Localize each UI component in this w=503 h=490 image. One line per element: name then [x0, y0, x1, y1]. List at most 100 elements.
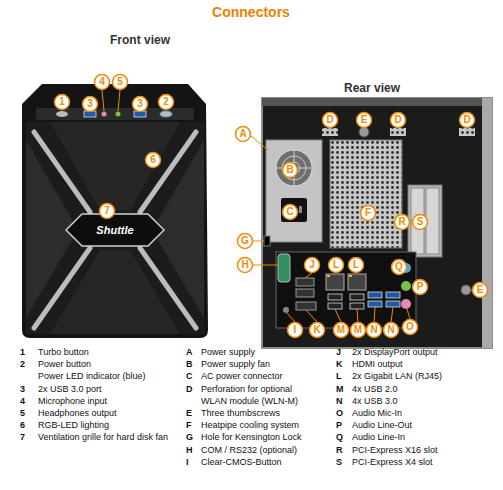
- key-number: K: [336, 358, 343, 370]
- callout-number: I: [287, 322, 303, 338]
- key-description: Microphone input: [38, 395, 180, 407]
- key-description: RGB-LED lighting: [38, 419, 180, 431]
- headphone-jack: [116, 112, 121, 117]
- usb3-port: [368, 292, 382, 298]
- led-strip: [140, 248, 196, 328]
- key-description: Turbo button: [38, 346, 180, 358]
- callout-number: N: [383, 322, 399, 338]
- key-number: P: [336, 419, 342, 431]
- callout-number: M: [333, 322, 349, 338]
- callout-number: B: [282, 162, 298, 178]
- callout-ring: [329, 258, 344, 273]
- thumbscrew: [461, 285, 471, 295]
- callout-number: M: [350, 322, 366, 338]
- key-description: 4x USB 3.0: [352, 395, 497, 407]
- callout-ring: [238, 258, 253, 273]
- cooling-grille: [330, 140, 402, 248]
- key-description: Power button: [38, 358, 180, 370]
- key-description: HDMI output: [352, 358, 497, 370]
- callout-ring: [238, 234, 253, 249]
- led-strip: [140, 132, 196, 212]
- key-description: Audio Line-In: [352, 431, 497, 443]
- key-number: A: [186, 346, 193, 358]
- callout-number: F: [360, 205, 376, 221]
- clear-cmos-button: [283, 307, 289, 313]
- callout-number: G: [237, 233, 253, 249]
- thumbscrew: [359, 127, 369, 137]
- callout-number: D: [459, 112, 475, 128]
- slot-area: [408, 185, 442, 257]
- key-number: 3: [20, 383, 25, 395]
- key-description: Three thumbscrews: [201, 407, 319, 419]
- key-number: L: [336, 370, 342, 382]
- callout-number: D: [390, 112, 406, 128]
- key-number: O: [336, 407, 343, 419]
- key-description: Clear-CMOS-Button: [201, 456, 319, 468]
- callout-number: E: [356, 112, 372, 128]
- leader-line: [335, 309, 341, 322]
- callout-ring: [384, 323, 399, 338]
- usb2-port: [328, 294, 342, 300]
- callout-ring: [351, 323, 366, 338]
- callout-number: K: [309, 322, 325, 338]
- io-panel: [276, 252, 416, 328]
- key-number: 7: [20, 431, 25, 443]
- callout-number: R: [394, 214, 410, 230]
- callout-number: 4: [94, 74, 110, 90]
- key-description: PCI-Express X16 slot: [352, 444, 497, 456]
- key-description: Audio Mic-In: [352, 407, 497, 419]
- key-description: Audio Line-Out: [352, 419, 497, 431]
- key-number: F: [186, 419, 192, 431]
- hdmi-port: [296, 302, 316, 310]
- logo-plate: [66, 214, 164, 246]
- key-number: J: [336, 346, 341, 358]
- lan-led: [327, 275, 330, 277]
- callout-number: 6: [145, 152, 161, 168]
- key-number: M: [336, 383, 344, 395]
- view-heading: Rear view: [344, 81, 400, 95]
- leader-line: [374, 307, 375, 322]
- callout-ring: [283, 163, 298, 178]
- callout-ring: [100, 204, 115, 219]
- callout-ring: [413, 280, 428, 295]
- view-heading: Front view: [110, 33, 170, 47]
- callout-ring: [413, 215, 428, 230]
- rear-leaders: [251, 128, 472, 322]
- callout-ring: [473, 283, 488, 298]
- mic-jack: [102, 112, 107, 117]
- key-number: I: [186, 456, 189, 468]
- callout-ring: [334, 323, 349, 338]
- callout-number: N: [366, 322, 382, 338]
- audio-mic-in: [401, 299, 411, 309]
- rear-case: [262, 98, 492, 348]
- leader-line: [391, 307, 393, 322]
- usb2-port: [350, 303, 364, 309]
- key-number: Q: [336, 431, 343, 443]
- lan-led: [349, 275, 352, 277]
- callout-ring: [403, 320, 418, 335]
- callout-rings: [55, 75, 488, 338]
- key-description: 2x Gigabit LAN (RJ45): [352, 370, 497, 382]
- leader-line: [118, 90, 120, 111]
- callout-number: 1: [54, 94, 70, 110]
- key-number: 2: [20, 358, 25, 370]
- callout-ring: [113, 75, 128, 90]
- callout-number: 2: [158, 94, 174, 110]
- key-number: 4: [20, 395, 25, 407]
- brand-logo: Shuttle: [96, 224, 133, 236]
- psu-panel: [266, 140, 322, 242]
- key-description: COM / RS232 (optional): [201, 444, 319, 456]
- usb2-port: [350, 294, 364, 300]
- leader-line: [251, 136, 268, 150]
- led-strips: [34, 132, 196, 328]
- leader-line: [407, 309, 410, 319]
- audio-line-out: [401, 281, 411, 291]
- case-body: [22, 84, 208, 338]
- key-description: 4x USB 2.0: [352, 383, 497, 395]
- face-plate: [50, 250, 180, 334]
- key-description: Power LED indicator (blue): [38, 370, 180, 382]
- lan-port: [348, 274, 366, 290]
- callout-ring: [323, 113, 338, 128]
- callout-ring: [392, 260, 407, 275]
